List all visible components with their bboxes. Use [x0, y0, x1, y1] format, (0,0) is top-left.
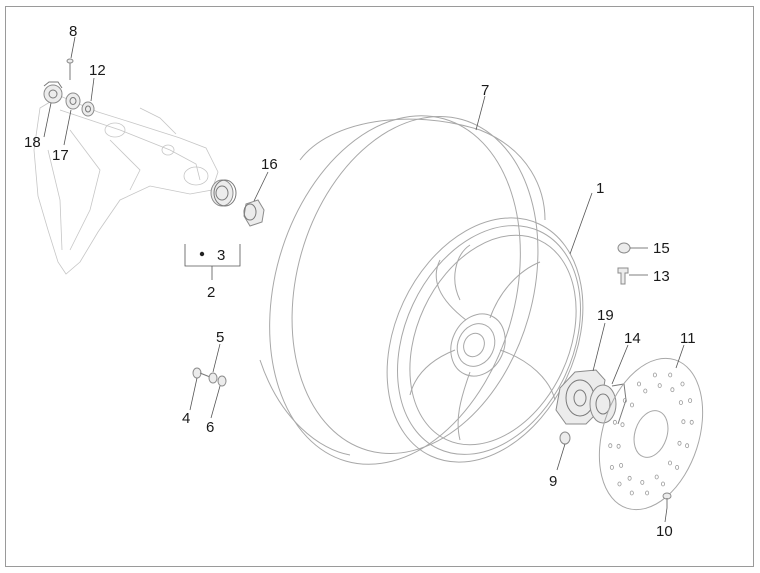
callout-10: 10 [656, 523, 673, 540]
disc-hole [681, 419, 686, 425]
part-5-washer [208, 372, 218, 384]
disc-hole [637, 381, 642, 387]
part-17-washer [65, 92, 81, 110]
disc-hole [654, 474, 659, 480]
disc-hole [619, 462, 624, 468]
callout-8: 8 [69, 23, 77, 40]
bullet-dot [199, 251, 205, 257]
part-7-tyre [259, 115, 546, 465]
callout-18: 18 [24, 134, 41, 151]
disc-hole [685, 443, 690, 449]
disc-hole [652, 372, 657, 378]
disc-hole [629, 490, 634, 496]
disc-hole [670, 387, 675, 393]
part-1-rim [386, 217, 584, 463]
disc-hole [661, 481, 666, 487]
callout-4: 4 [182, 410, 190, 427]
disc-hole [617, 481, 622, 487]
disc-hole [640, 479, 645, 485]
disc-hole [680, 381, 685, 387]
part-6-washer [217, 375, 227, 387]
callout-3: 3 [217, 247, 225, 264]
disc-hole [622, 398, 627, 404]
callout-9: 9 [549, 473, 557, 490]
callout-14: 14 [624, 330, 641, 347]
disc-hole [668, 372, 673, 378]
part-10-screw [662, 492, 672, 508]
part-14-hub [589, 383, 627, 425]
callout-7: 7 [481, 82, 489, 99]
callout-19: 19 [597, 307, 614, 324]
disc-hole [657, 383, 662, 389]
disc-hole [689, 419, 694, 425]
swing-arm-bracket [33, 95, 219, 275]
part-15-valve-cap [617, 242, 631, 254]
part-11-brake-disc [598, 357, 704, 511]
callout-6: 6 [206, 419, 214, 436]
part-8-pin [66, 58, 74, 80]
part-13-valve [617, 267, 629, 285]
part-4-bolt [192, 367, 211, 379]
part-18-nut [43, 81, 63, 104]
part-9-nut [559, 431, 571, 445]
callout-5: 5 [216, 329, 224, 346]
disc-hole [612, 419, 617, 425]
part-12-spacer [81, 101, 95, 117]
disc-hole [677, 440, 682, 446]
callout-2: 2 [207, 284, 215, 301]
disc-hole [668, 460, 673, 466]
callout-15: 15 [653, 240, 670, 257]
leader-lines [43, 36, 685, 523]
disc-hole [630, 402, 635, 408]
callout-11: 11 [680, 330, 696, 347]
disc-hole [627, 475, 632, 481]
disc-hole [609, 464, 614, 470]
callout-labels: 1 2 3 4 5 6 7 8 9 10 11 12 13 14 15 16 1… [24, 23, 696, 540]
disc-hole [675, 464, 680, 470]
disc-hole [643, 388, 648, 394]
disc-hole [688, 398, 693, 404]
callout-16: 16 [261, 156, 278, 173]
diagram-frame [5, 6, 754, 567]
callout-13: 13 [653, 268, 670, 285]
disc-hole [608, 443, 613, 449]
disc-hole [616, 443, 621, 449]
callout-1: 1 [596, 180, 604, 197]
part-16-bushing [243, 199, 265, 227]
disc-hole [620, 422, 625, 428]
callout-17: 17 [52, 147, 69, 164]
disc-hole [678, 400, 683, 406]
disc-hole [645, 490, 650, 496]
callout-12: 12 [89, 62, 106, 79]
part-3-bearing [210, 179, 237, 207]
